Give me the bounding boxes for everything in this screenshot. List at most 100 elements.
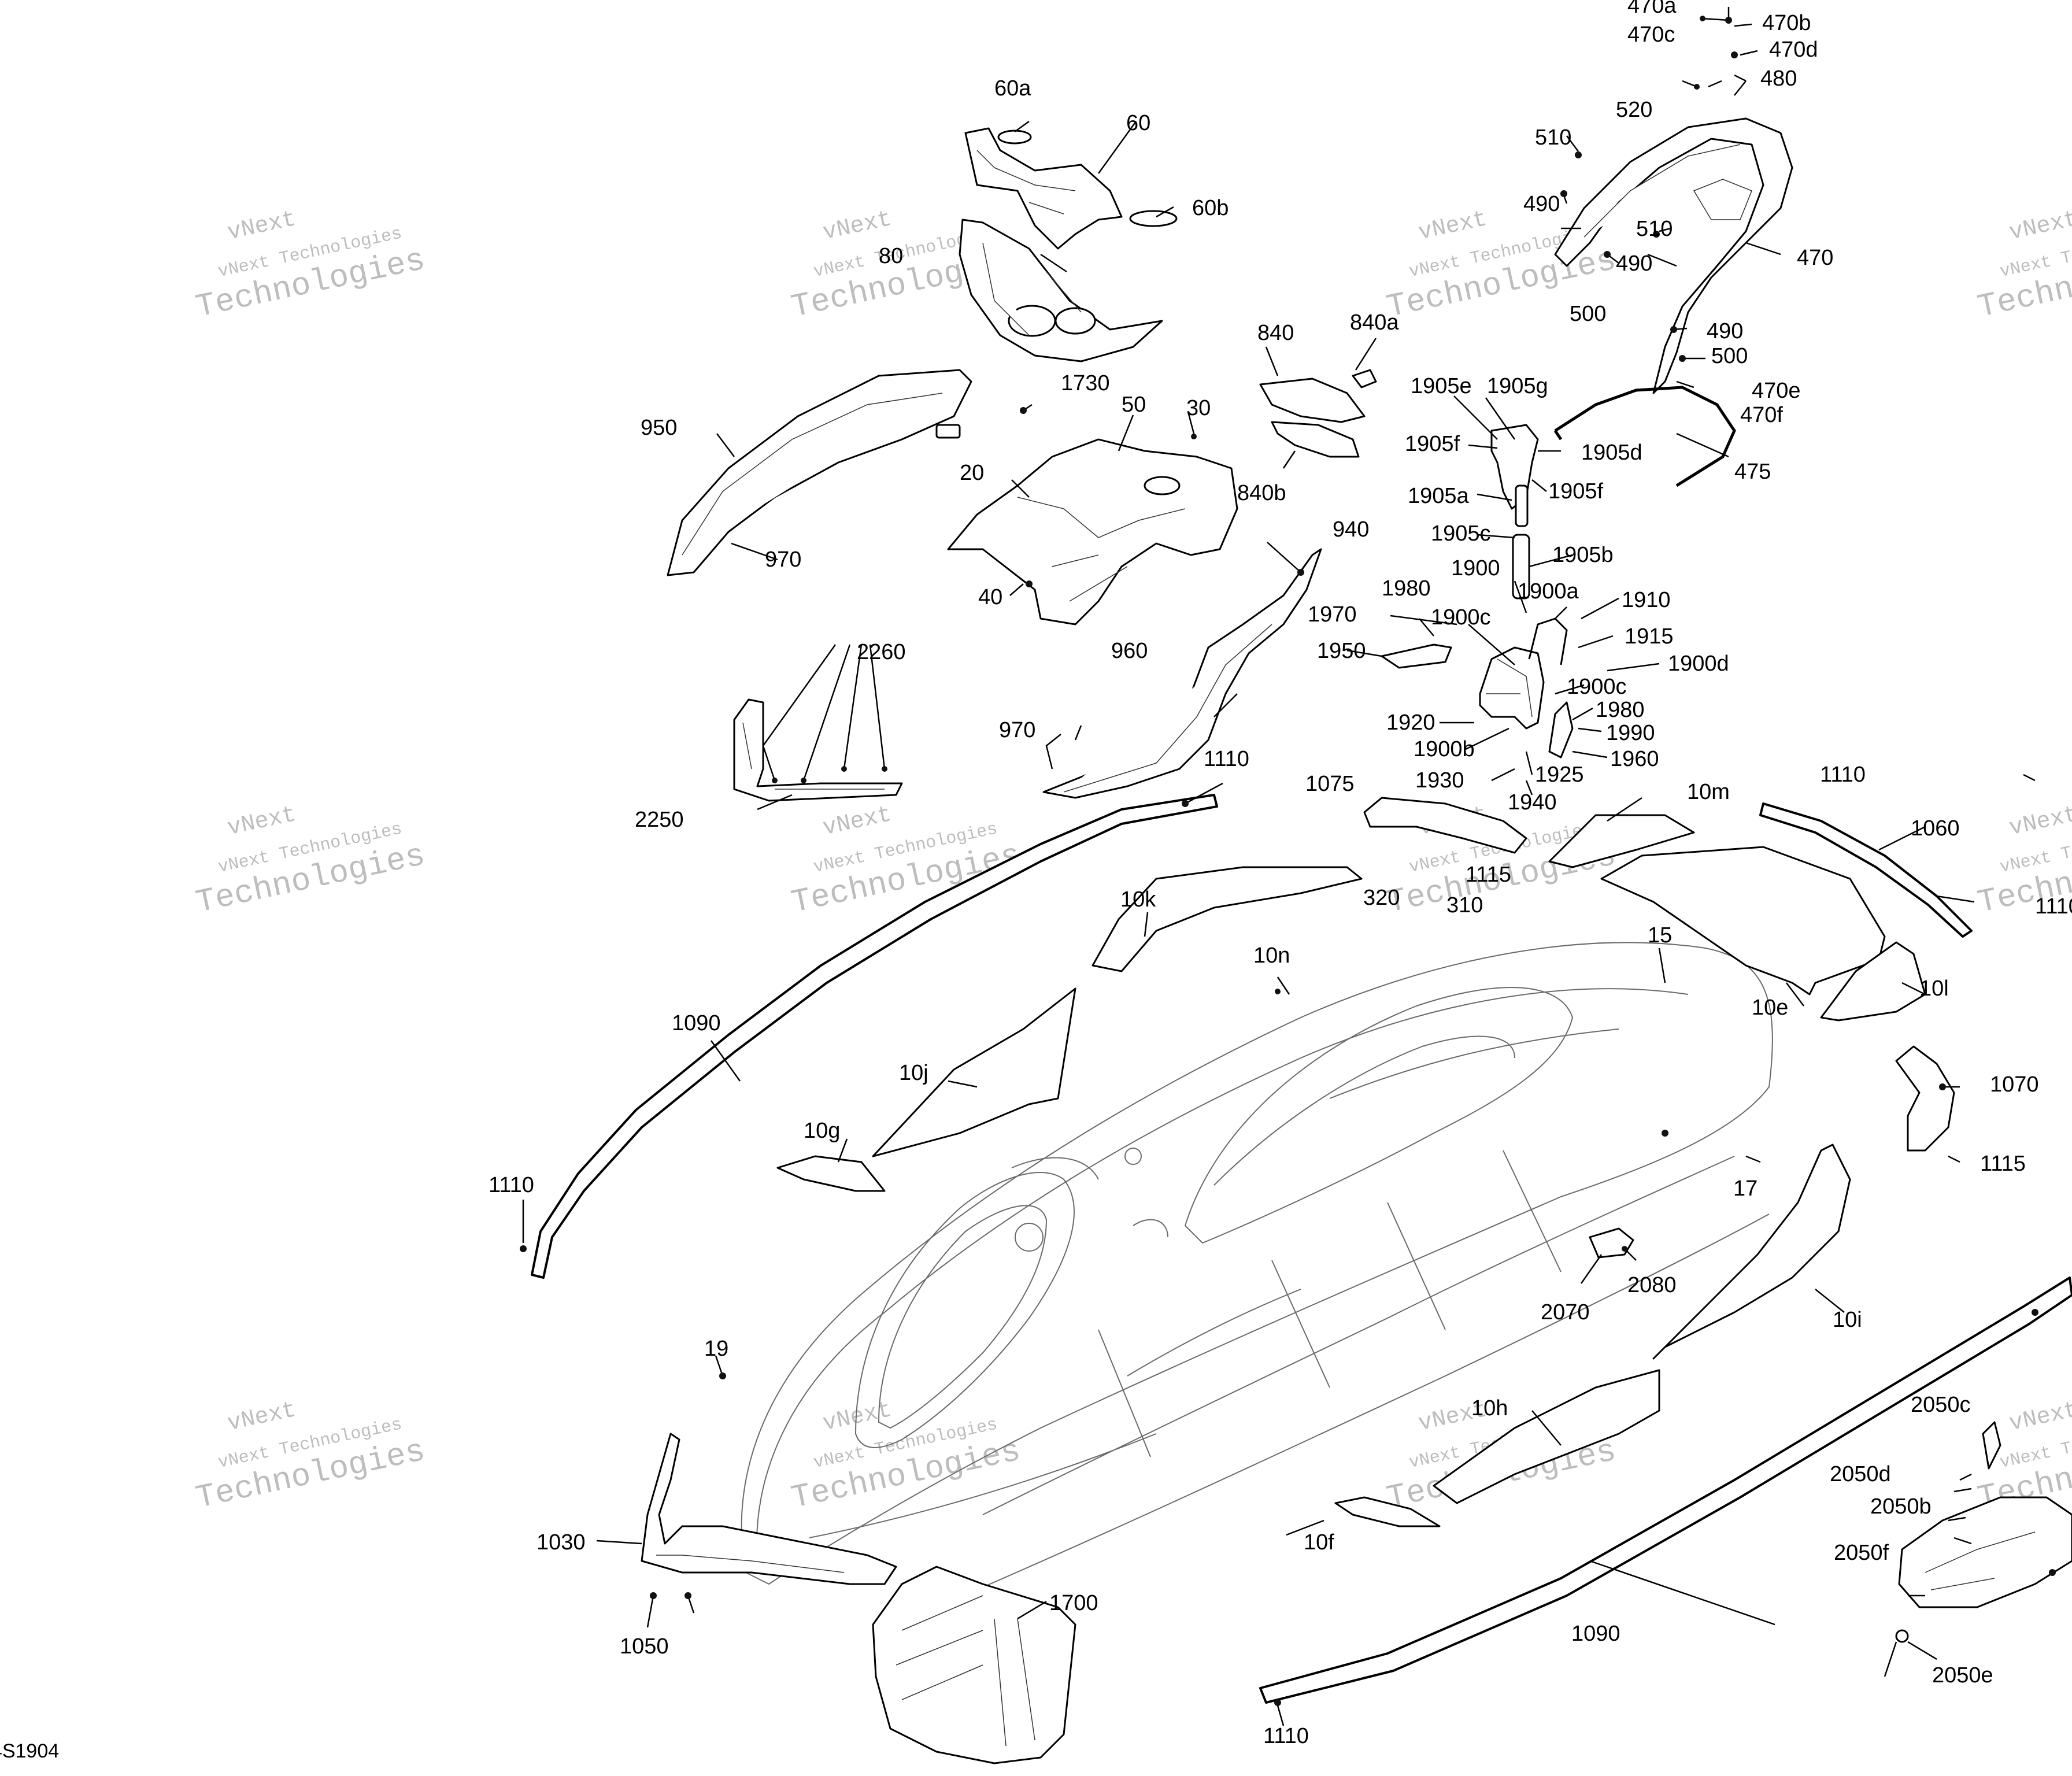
part-1090-left-rail [531,794,1218,1279]
callout-10f: 10f [1304,1530,1334,1555]
callout-1900b: 1900b [1414,737,1475,761]
callout-labels: 470a 470b 470c 470d 480 520 510 490 510 … [489,0,2072,1748]
callout-10m: 10m [1687,780,1730,804]
callout-2050f: 2050f [1834,1541,1889,1565]
part-1070 [1895,1045,1955,1152]
callout-1980: 1980 [1382,576,1431,601]
callout-30: 30 [1186,396,1211,420]
part-1960 [1548,701,1574,758]
callout-1730: 1730 [1061,371,1110,395]
callout-1905d: 1905d [1581,441,1642,465]
callout-1915: 1915 [1625,624,1674,649]
part-475-rod [1553,386,1736,487]
callout-10h: 10h [1471,1396,1508,1420]
callout-470e: 470e [1752,379,1801,403]
callout-470a: 470a [1627,0,1677,18]
part-10j [872,987,1076,1157]
part-950-side-panel [667,369,972,576]
callout-20: 20 [960,461,984,485]
callout-960: 960 [1111,639,1148,663]
watermark: vNext vNext Technologies Technologies [193,1397,428,1517]
svg-text:vNext: vNext [2007,206,2072,246]
callout-60b: 60b [1192,196,1229,220]
part-60a [997,130,1032,145]
callout-1905f: 1905f [1405,432,1460,456]
callout-10k: 10k [1120,887,1156,912]
callout-10j: 10j [899,1061,928,1085]
callout-2080: 2080 [1627,1273,1677,1297]
part-1700-foot-mat [872,1566,1076,1764]
callout-10n: 10n [1253,944,1290,968]
part-960-side-panel [1042,548,1322,799]
callout-1905c: 1905c [1431,521,1491,546]
callout-1905f: 1905f [1548,479,1604,504]
part-1030-front-cap [641,1433,897,1585]
callout-950: 950 [641,416,677,440]
callout-2050d: 2050d [1830,1462,1891,1486]
callout-1905b: 1905b [1552,543,1614,567]
part-10k [1092,866,1363,972]
part-10e [1600,846,1886,996]
part-1900-steering-column [1381,617,1574,758]
callout-470f: 470f [1740,403,1783,427]
callout-60a: 60a [994,76,1031,101]
part-50-frame [947,438,1238,626]
part-60-front-cover [964,127,1178,250]
callout-1940: 1940 [1508,790,1557,815]
part-10i [1652,1144,1851,1360]
callout-1030: 1030 [536,1530,586,1555]
callout-470d: 470d [1769,38,1818,62]
callout-490: 490 [1707,319,1743,343]
callout-840: 840 [1257,321,1294,345]
callout-1115: 1115 [1466,863,1511,887]
callout-1980: 1980 [1596,698,1645,722]
part-60b [1129,210,1178,227]
callout-1700: 1700 [1049,1591,1098,1615]
part-10h [1433,1369,1660,1504]
callout-80: 80 [879,244,903,268]
callout-480: 480 [1760,66,1797,91]
callout-2250: 2250 [635,808,684,832]
svg-text:vNext: vNext [225,802,299,842]
callout-2050b: 2050b [1870,1494,1932,1519]
watermark: vNext vNext Technologies Technologies [193,802,428,922]
part-840-cover [1259,369,1377,458]
callout-1070: 1070 [1990,1072,2039,1097]
svg-text:vNext: vNext [821,802,894,842]
callout-1960: 1960 [1610,747,1659,771]
callout-1110: 1110 [1820,763,1866,787]
callout-470: 470 [1797,246,1833,270]
callout-1060: 1060 [1911,816,1960,841]
svg-text:vNext: vNext [2007,1397,2072,1437]
callout-320: 320 [1363,886,1400,910]
callout-490: 490 [1523,192,1560,216]
leader-lines [522,7,2036,1726]
callout-1900d: 1900d [1668,652,1729,676]
callout-1900: 1900 [1451,556,1500,580]
svg-text:vNext: vNext [1416,206,1490,246]
callout-1110: 1110 [1263,1724,1309,1748]
callout-470c: 470c [1627,23,1675,47]
watermark: vNext vNext Technologies Technologies [1974,1397,2072,1517]
decals [776,814,1955,1527]
callout-10e: 10e [1752,996,1788,1020]
callout-60: 60 [1126,111,1150,135]
callout-10i: 10i [1833,1308,1862,1332]
figure-id: 04S1904 [0,1740,59,1762]
part-2050-assembly [1895,1421,2072,1643]
part-10m [1548,814,1695,868]
callout-500: 500 [1570,302,1606,326]
callout-475: 475 [1734,460,1771,484]
part-2070-cleat [1589,1227,1634,1259]
part-1060-rear-rail [1759,802,1973,938]
callout-840b: 840b [1237,481,1286,505]
callout-1970: 1970 [1308,602,1357,627]
watermark: vNext vNext Technologies Technologies [788,1397,1024,1517]
part-80-storage-bin [959,219,1163,362]
callout-1110: 1110 [489,1173,534,1197]
callout-1950: 1950 [1317,639,1366,663]
callout-970: 970 [765,547,801,572]
watermark: vNext vNext Technologies Technologies [193,206,428,326]
callout-1990: 1990 [1606,721,1655,745]
